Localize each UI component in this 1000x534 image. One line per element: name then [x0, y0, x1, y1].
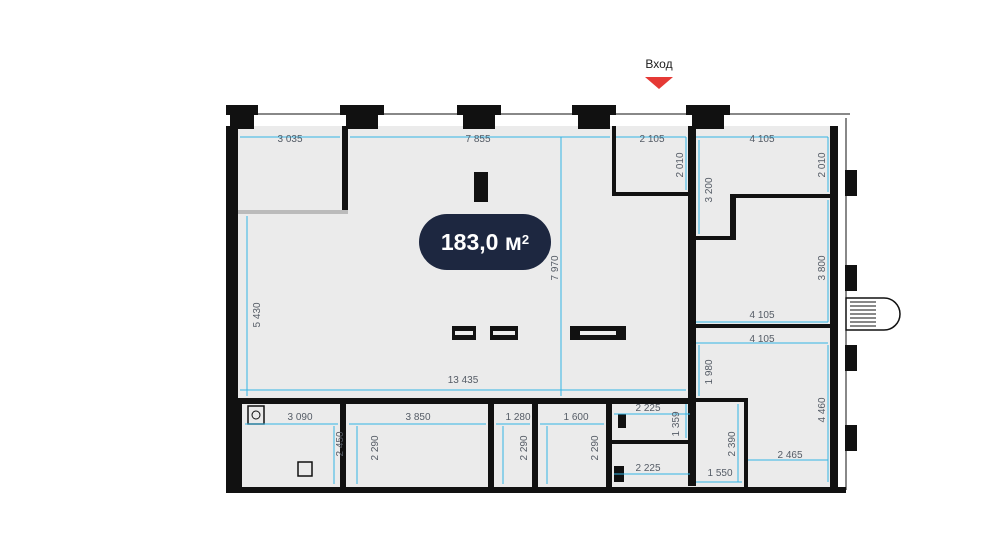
dimension-lines [240, 136, 829, 484]
wall-room4-right [744, 398, 748, 488]
fixtures [247, 326, 626, 482]
dim-room3-h: 2 290 [590, 435, 601, 460]
dim-hall-top: 7 855 [465, 134, 490, 145]
dimension-labels: 3 035 7 855 2 105 4 105 2 010 2 010 3 20… [252, 134, 828, 479]
dim-right-mid-w: 4 105 [749, 310, 774, 321]
entrance-label: Вход [645, 57, 672, 71]
window-pier [578, 113, 610, 129]
dim-storage-top-w: 2 225 [635, 403, 660, 414]
wall-room3-left [532, 398, 538, 490]
dim-bath-w: 3 090 [287, 412, 312, 423]
window-pier [340, 105, 384, 115]
dim-room4-w: 1 550 [707, 468, 732, 479]
wall-vertical-right [688, 126, 696, 486]
dim-right-lower-w: 4 105 [749, 334, 774, 345]
window-pier [572, 105, 616, 115]
wall-stub [226, 160, 238, 220]
dim-hall-center: 7 970 [550, 255, 561, 280]
window-pier [845, 425, 857, 451]
window-pier [845, 170, 857, 196]
dim-room3-w: 1 600 [563, 412, 588, 423]
dim-right-lower: 4 460 [817, 397, 828, 422]
entrance-arrow-icon [645, 77, 673, 89]
dim-small-h: 2 290 [519, 435, 530, 460]
window-pier [346, 113, 378, 129]
dim-room2-w: 3 850 [405, 412, 430, 423]
dim-corridor: 3 200 [704, 177, 715, 202]
wall-right-step [730, 194, 736, 238]
dim-right-lower-l: 1 980 [704, 359, 715, 384]
dim-bottom-right-w: 2 465 [777, 450, 802, 461]
wall-right-step-h [730, 194, 830, 198]
window-pier [845, 265, 857, 291]
wall-room3-right [606, 398, 612, 490]
window-pier [457, 105, 501, 115]
dim-right-mid-h: 3 800 [817, 255, 828, 280]
porch-steps [850, 301, 876, 327]
wall-room4-top [692, 398, 748, 402]
dim-room4-h: 2 390 [727, 431, 738, 456]
interior-walls [226, 126, 832, 490]
entrance-porch [845, 297, 901, 331]
dim-top-mid: 2 105 [639, 134, 664, 145]
wall-lower-h [238, 398, 688, 404]
window-pier [230, 113, 254, 129]
radiator-slot [493, 331, 515, 335]
wall-right-corridor [692, 236, 736, 240]
wall-bath-right [340, 398, 346, 490]
dim-storage-bottom-w: 2 225 [635, 463, 660, 474]
wall-right-mid [692, 324, 832, 328]
dim-hall-bottom: 13 435 [448, 375, 479, 386]
area-superscript: 2 [521, 231, 530, 247]
wall-top-left-room-bottom [238, 210, 348, 214]
dim-top-right: 4 105 [749, 134, 774, 145]
dim-bath-h: 2 450 [335, 431, 346, 456]
utility-icon [618, 414, 626, 428]
area-value: 183,0 м [440, 228, 522, 255]
wall-top-mid-bottom [612, 192, 692, 196]
wall-top-left-room [342, 126, 348, 214]
wall-stub-left [238, 404, 242, 488]
dim-top-left: 3 035 [277, 134, 302, 145]
column [474, 172, 488, 202]
dim-room2-h: 2 290 [370, 435, 381, 460]
window-pier [686, 105, 730, 115]
dim-top-mid-h: 2 010 [675, 152, 686, 177]
wall-top-mid [612, 126, 616, 196]
wall-room2-right [488, 398, 494, 490]
window-piers [226, 105, 857, 451]
dim-small-w: 1 280 [505, 412, 530, 423]
radiator-slot [580, 331, 616, 335]
window-pier [692, 113, 724, 129]
wall-right [830, 126, 838, 492]
dim-top-right-h: 2 010 [817, 152, 828, 177]
window-pier [226, 105, 258, 115]
dim-hall-left: 5 430 [252, 302, 263, 327]
radiator-slot [455, 331, 473, 335]
wall-storage-mid [612, 440, 692, 444]
dim-storage-top-h: 1 359 [671, 411, 682, 436]
window-pier [845, 345, 857, 371]
window-pier [463, 113, 495, 129]
toilet-icon [297, 461, 313, 477]
sink-bowl-icon [251, 410, 261, 420]
